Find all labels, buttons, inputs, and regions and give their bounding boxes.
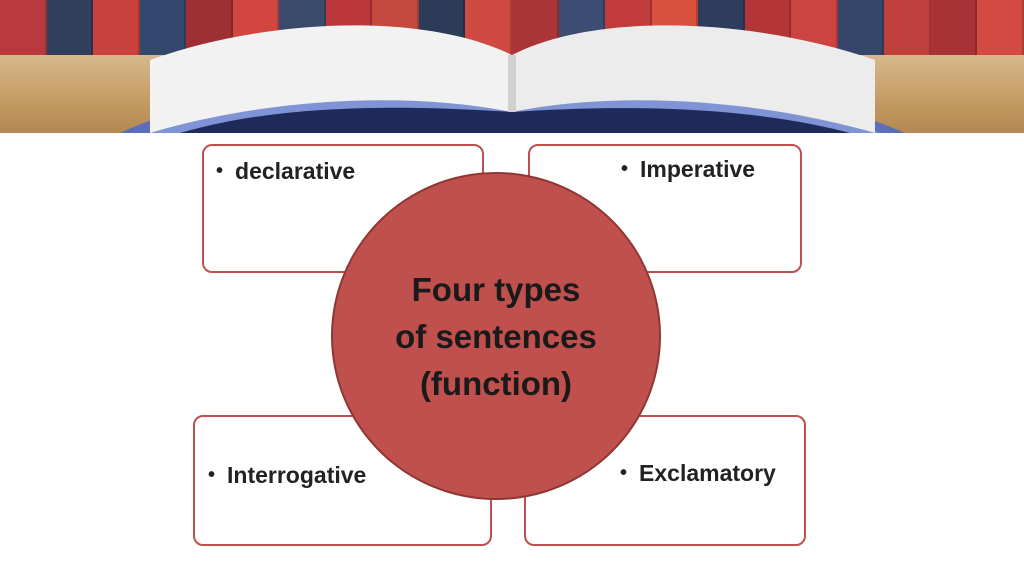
- center-circle: Four types of sentences (function): [331, 172, 661, 500]
- item-declarative: • declarative: [216, 158, 355, 185]
- item-label: declarative: [235, 158, 356, 184]
- item-label: Interrogative: [227, 462, 367, 488]
- book-spine: [837, 0, 885, 58]
- book-spine: [0, 0, 47, 58]
- book-spine: [977, 0, 1024, 58]
- bullet-icon: •: [621, 158, 629, 180]
- center-title-line-1: Four types: [411, 270, 581, 308]
- item-label: Imperative: [640, 156, 756, 182]
- book-spine: [139, 0, 187, 58]
- item-imperative: • Imperative: [621, 156, 755, 183]
- bullet-icon: •: [208, 464, 216, 486]
- bullet-icon: •: [216, 160, 224, 182]
- bullet-icon: •: [620, 462, 628, 484]
- book-spine: [93, 0, 140, 58]
- book-spine: [930, 0, 978, 58]
- book-spine: [884, 0, 931, 58]
- book-spine: [46, 0, 94, 58]
- item-label: Exclamatory: [639, 460, 776, 486]
- center-title-line-2: of sentences: [395, 317, 597, 355]
- open-book-icon: [120, 25, 905, 133]
- item-exclamatory: • Exclamatory: [620, 460, 776, 487]
- center-title-line-3: (function): [419, 364, 573, 402]
- item-interrogative: • Interrogative: [208, 462, 366, 489]
- header-image-open-book: [0, 0, 1024, 133]
